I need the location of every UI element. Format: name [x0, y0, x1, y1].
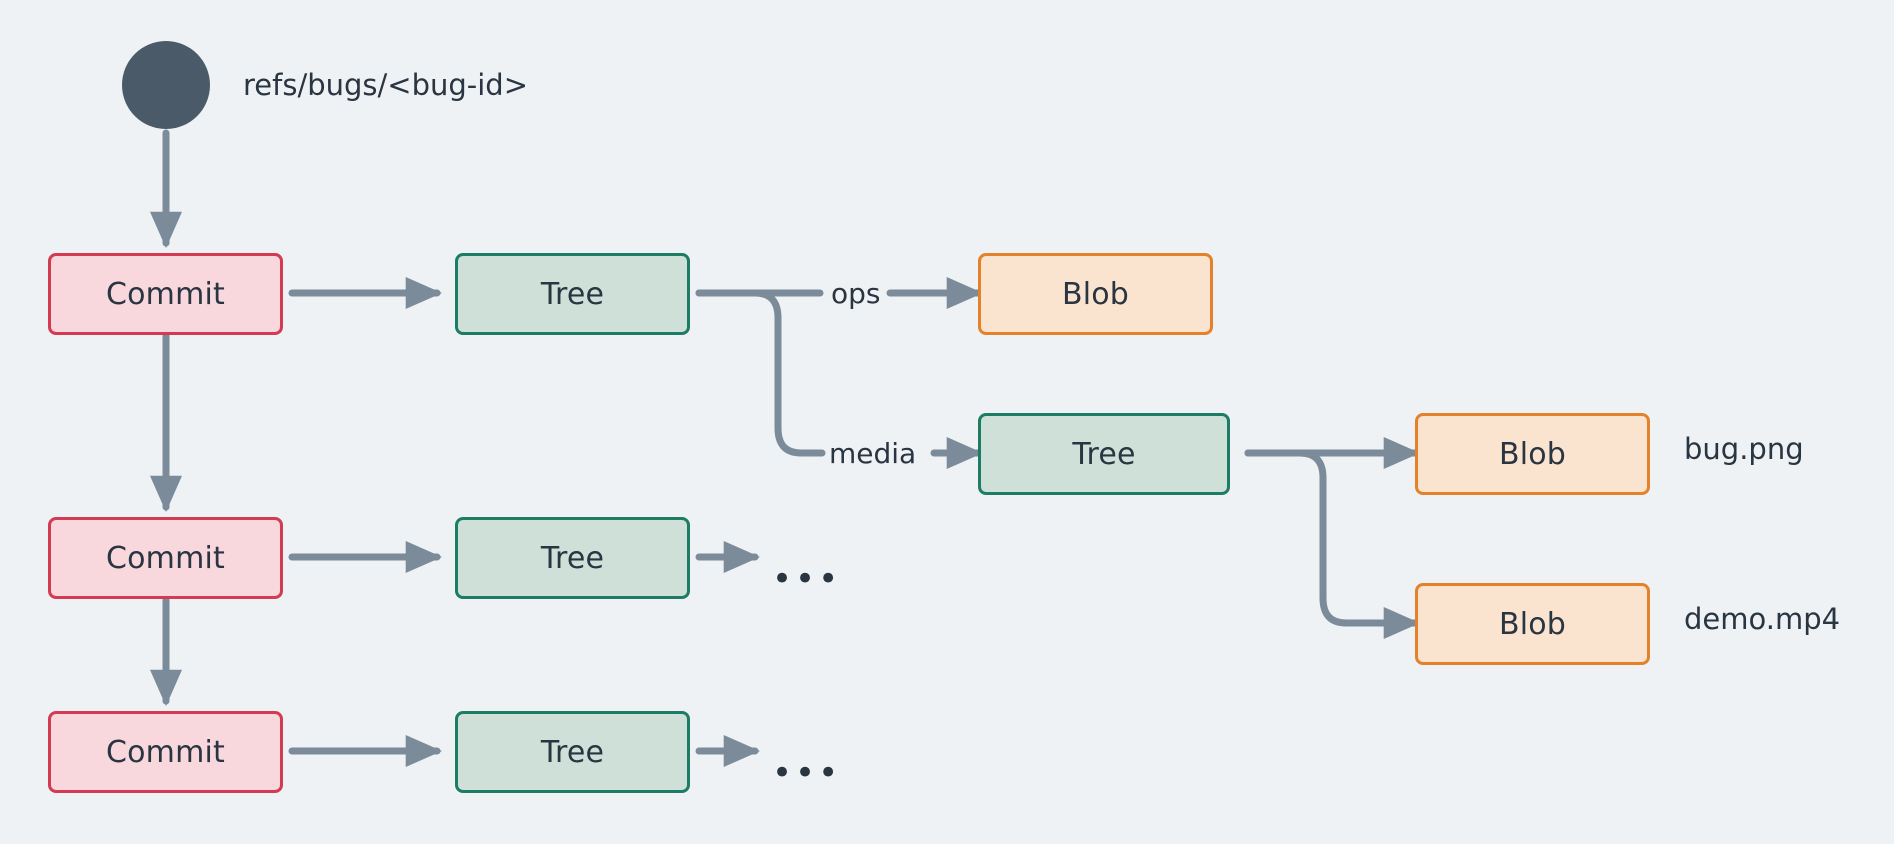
commit-node-3-label: Commit	[105, 734, 226, 770]
edge-tree1-branch-media	[695, 289, 826, 457]
tree-node-1-label: Tree	[540, 276, 605, 312]
edge-treemedia-to-blob-demomp4	[1244, 449, 1421, 640]
ref-pointer-dot	[122, 41, 210, 129]
ellipsis-tree-3: •••	[772, 753, 842, 793]
commit-node-3[interactable]: Commit	[48, 711, 283, 793]
blob-node-ops[interactable]: Blob	[978, 253, 1213, 335]
ref-label: refs/bugs/<bug-id>	[243, 68, 529, 102]
blob-node-bug-png[interactable]: Blob	[1415, 413, 1650, 495]
tree-node-1[interactable]: Tree	[455, 253, 690, 335]
tree-node-3[interactable]: Tree	[455, 711, 690, 793]
blob-node-demo-mp4[interactable]: Blob	[1415, 583, 1650, 665]
ellipsis-tree-2: •••	[772, 559, 842, 599]
edge-label-ops: ops	[828, 277, 884, 310]
tree-node-3-label: Tree	[540, 734, 605, 770]
blob-node-ops-label: Blob	[1061, 276, 1130, 312]
file-label-bug-png: bug.png	[1684, 432, 1804, 466]
commit-node-2[interactable]: Commit	[48, 517, 283, 599]
tree-node-2[interactable]: Tree	[455, 517, 690, 599]
file-label-demo-mp4: demo.mp4	[1684, 602, 1841, 636]
commit-node-1[interactable]: Commit	[48, 253, 283, 335]
tree-node-media[interactable]: Tree	[978, 413, 1230, 495]
tree-node-media-label: Tree	[1072, 436, 1136, 472]
commit-node-2-label: Commit	[105, 540, 226, 576]
tree-node-2-label: Tree	[540, 540, 605, 576]
blob-node-bug-png-label: Blob	[1498, 436, 1567, 472]
commit-node-1-label: Commit	[105, 276, 226, 312]
blob-node-demo-mp4-label: Blob	[1498, 606, 1567, 642]
edge-label-media: media	[826, 437, 920, 470]
